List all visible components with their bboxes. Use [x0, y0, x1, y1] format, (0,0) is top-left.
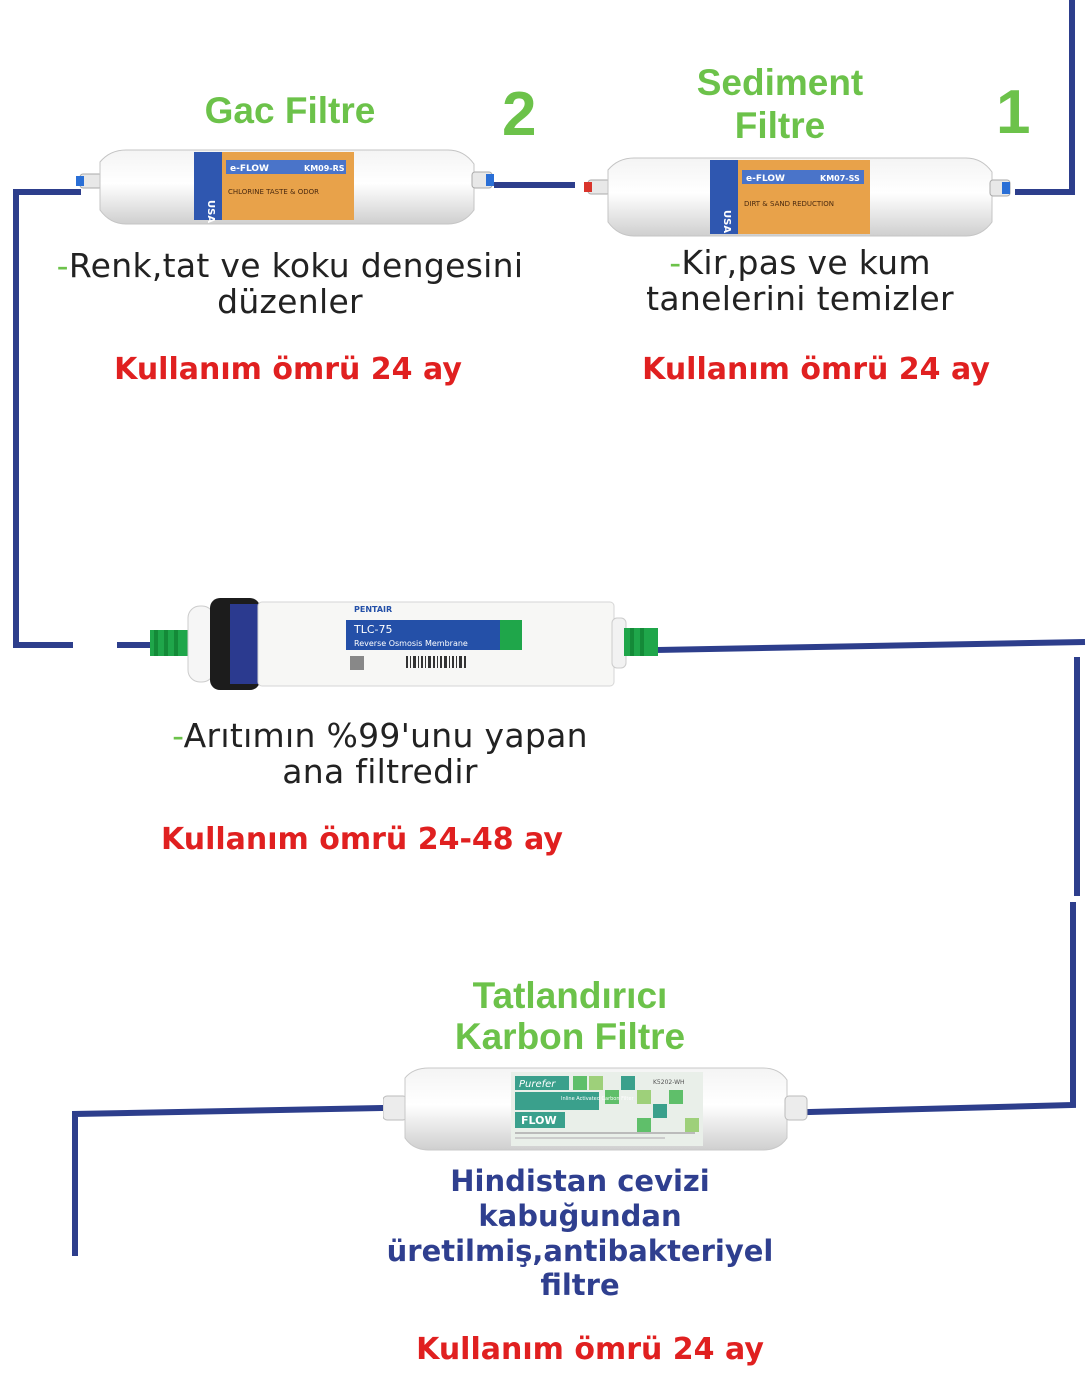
- sediment-step-number: 1: [996, 78, 1031, 147]
- carbon-filter-cartridge: Purefer K5202-WH Inline Activated Carbon…: [383, 1067, 808, 1151]
- gac-desc-dash: -: [56, 246, 69, 285]
- sediment-filter-title: Sediment Filtre: [640, 62, 920, 147]
- gac-desc-line2: düzenler: [217, 282, 363, 322]
- sediment-desc-dash: -: [669, 243, 682, 282]
- membrane-label-sub: Reverse Osmosis Membrane: [354, 639, 468, 648]
- membrane-desc-line2: ana filtredir: [282, 752, 478, 792]
- gac-filter-cartridge: USA e-FLOW KM09-RS CHLORINE TASTE & ODOR: [76, 149, 494, 225]
- sediment-title-line2: Filtre: [734, 104, 826, 146]
- carbon-title-line2: Karbon Filtre: [454, 1016, 686, 1058]
- membrane-description: -Arıtımın %99'unu yapan ana filtredir: [130, 716, 630, 792]
- pipe-f2-membrane: [13, 189, 81, 648]
- pipe-carbon-out: [72, 1104, 387, 1256]
- gac-filter-lifespan: Kullanım ömrü 24 ay: [114, 352, 462, 387]
- pipe-membrane-out: [654, 638, 1086, 654]
- carbon-filter-description: Hindistan cevizi kabuğundan üretilmiş,an…: [330, 1164, 830, 1303]
- sediment-filter-lifespan: Kullanım ömrü 24 ay: [642, 352, 990, 387]
- membrane-desc-line1: Arıtımın %99'unu yapan: [183, 716, 588, 755]
- carbon-desc-line1: Hindistan cevizi: [450, 1164, 710, 1198]
- gac-label-note: CHLORINE TASTE & ODOR: [228, 188, 319, 196]
- sediment-desc-line1: Kir,pas ve kum: [681, 243, 931, 282]
- gac-filter-title: Gac Filtre: [204, 90, 376, 131]
- membrane-lifespan: Kullanım ömrü 24-48 ay: [161, 822, 563, 857]
- sediment-filter-cartridge: USA e-FLOW KM07-SS DIRT & SAND REDUCTION: [584, 157, 1011, 237]
- sediment-filter-description: -Kir,pas ve kum tanelerini temizler: [580, 243, 1020, 319]
- carbon-label-flow: FLOW: [521, 1114, 557, 1127]
- carbon-label-model: K5202-WH: [653, 1079, 685, 1086]
- membrane-label-brand: PENTAIR: [354, 605, 392, 614]
- sediment-title-line1: Sediment: [696, 62, 864, 103]
- membrane-label-model: TLC-75: [353, 623, 393, 636]
- carbon-title-line1: Tatlandırıcı: [472, 975, 668, 1016]
- carbon-desc-line3: üretilmiş,antibakteriyel: [386, 1233, 774, 1268]
- carbon-label-sub: Inline Activated Carbon Filter: [561, 1096, 634, 1102]
- gac-step-number: 2: [502, 80, 537, 149]
- gac-filter-description: -Renk,tat ve koku dengesini düzenler: [40, 246, 540, 322]
- sediment-label-model: KM07-SS: [820, 174, 860, 183]
- gac-label-model: KM09-RS: [304, 164, 345, 173]
- sediment-label-brand: e-FLOW: [746, 174, 785, 184]
- carbon-filter-lifespan: Kullanım ömrü 24 ay: [416, 1332, 764, 1367]
- pipe-inlet: [1015, 0, 1075, 195]
- ro-membrane-cartridge: PENTAIR TLC-75 Reverse Osmosis Membrane: [150, 598, 658, 690]
- carbon-filter-title: Tatlandırıcı Karbon Filtre: [390, 975, 750, 1058]
- sediment-desc-line2: tanelerini temizler: [646, 279, 954, 319]
- pipe-right-to-carbon: [804, 902, 1076, 1116]
- gac-desc-line1: Renk,tat ve koku dengesini: [68, 246, 524, 285]
- carbon-desc-line4: filtre: [540, 1268, 620, 1303]
- gac-label-country: USA: [205, 200, 216, 223]
- sediment-label-country: USA: [721, 210, 732, 233]
- carbon-desc-line2: kabuğundan: [478, 1198, 682, 1233]
- membrane-desc-dash: -: [172, 716, 184, 755]
- carbon-label-brand: Purefer: [519, 1079, 556, 1090]
- gac-label-brand: e-FLOW: [230, 164, 269, 174]
- sediment-label-note: DIRT & SAND REDUCTION: [744, 200, 834, 208]
